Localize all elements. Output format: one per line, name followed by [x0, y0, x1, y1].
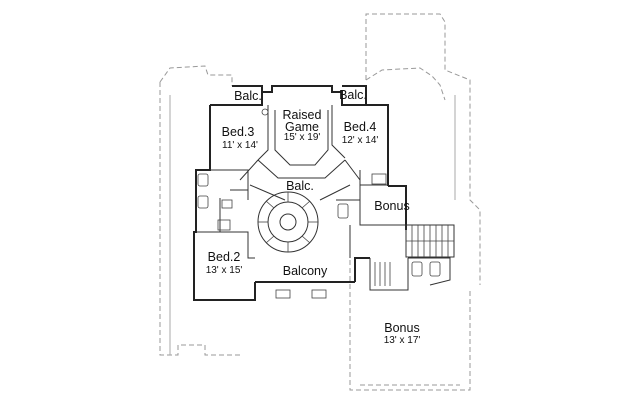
balc-right-label: Balc. — [339, 88, 367, 102]
bed2-dims: 13' x 15' — [206, 265, 243, 276]
bed2-label: Bed.2 — [208, 250, 241, 264]
spiral-staircase — [257, 191, 319, 253]
room-labels: Balc. Balc. Raised Game 15' x 19' Bed.3 … — [206, 88, 421, 346]
bed3-label: Bed.3 — [222, 125, 255, 139]
game-room-name-line1: Raised — [283, 108, 322, 122]
balc-center-label: Balc. — [286, 179, 314, 193]
interior-walls — [196, 105, 455, 291]
bonus-large-label: Bonus — [384, 321, 419, 335]
bed4-label: Bed.4 — [344, 120, 377, 134]
bed3-dims: 11' x 14' — [222, 140, 258, 151]
bonus-large-dims: 13' x 17' — [384, 335, 421, 346]
balcony-label: Balcony — [283, 264, 328, 278]
exterior-walls — [193, 85, 407, 301]
game-room-dims: 15' x 19' — [284, 132, 321, 143]
game-room-name-line2: Game — [285, 120, 319, 134]
lower-floor-outline — [159, 13, 481, 391]
balc-left-label: Balc. — [234, 89, 262, 103]
bed4-dims: 12' x 14' — [342, 135, 379, 146]
bonus-small-label: Bonus — [374, 199, 409, 213]
fixtures — [197, 108, 441, 299]
